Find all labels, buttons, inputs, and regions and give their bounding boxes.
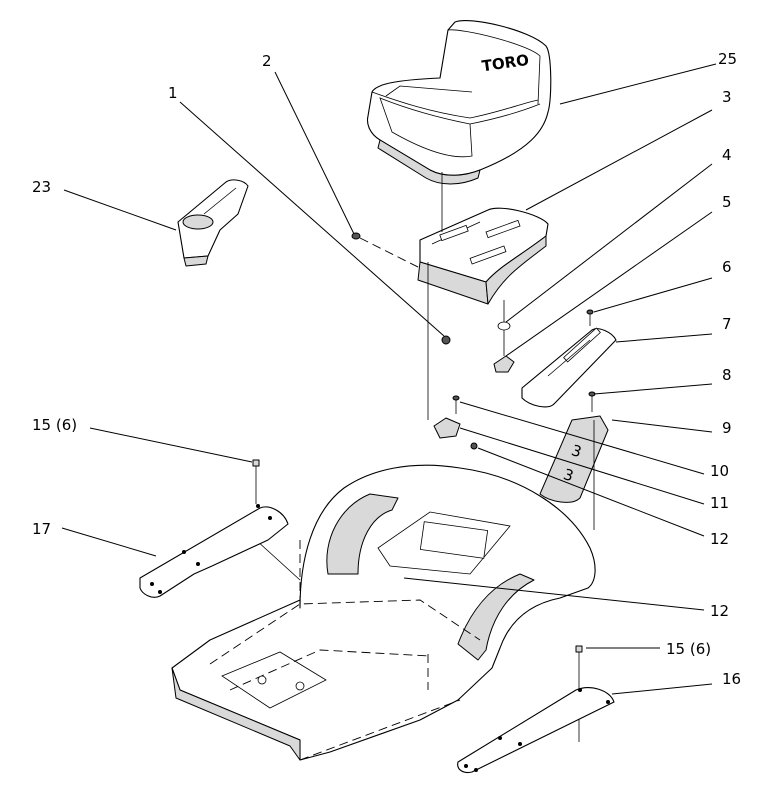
callout-9: 9 (722, 419, 732, 437)
seat-slide-plate-part (521, 327, 617, 408)
callout-1: 1 (168, 84, 178, 102)
callout-16: 16 (722, 670, 741, 688)
callout-15-lower: 15 (6) (666, 640, 711, 658)
callout-15-upper: 15 (6) (32, 416, 77, 434)
callout-3: 3 (722, 88, 732, 106)
callout-11: 11 (710, 494, 729, 512)
callout-17: 17 (32, 520, 51, 538)
left-footrest-panel-part (139, 504, 289, 598)
cup-holder-part (177, 179, 249, 267)
hardware-parts (252, 232, 596, 690)
leader-lines (61, 63, 717, 695)
callout-7: 7 (722, 315, 732, 333)
callout-23: 23 (32, 178, 51, 196)
callout-labels: 25 3 4 5 6 7 8 9 10 11 12 12 2 1 23 15 (… (32, 50, 741, 688)
fender-chassis-part (171, 464, 596, 761)
callout-6: 6 (722, 258, 732, 276)
callout-5: 5 (722, 193, 732, 211)
callout-8: 8 (722, 366, 732, 384)
seat-part: TORO (366, 20, 552, 185)
seat-pan-part (417, 172, 549, 420)
right-footrest-panel-part (457, 687, 615, 774)
callout-12-lower: 12 (710, 602, 729, 620)
seat-bracket-part: 3 3 (539, 415, 609, 530)
callout-25: 25 (718, 50, 737, 68)
callout-12-upper: 12 (710, 530, 729, 548)
callout-2: 2 (262, 52, 272, 70)
callout-4: 4 (722, 146, 732, 164)
callout-10: 10 (710, 462, 729, 480)
